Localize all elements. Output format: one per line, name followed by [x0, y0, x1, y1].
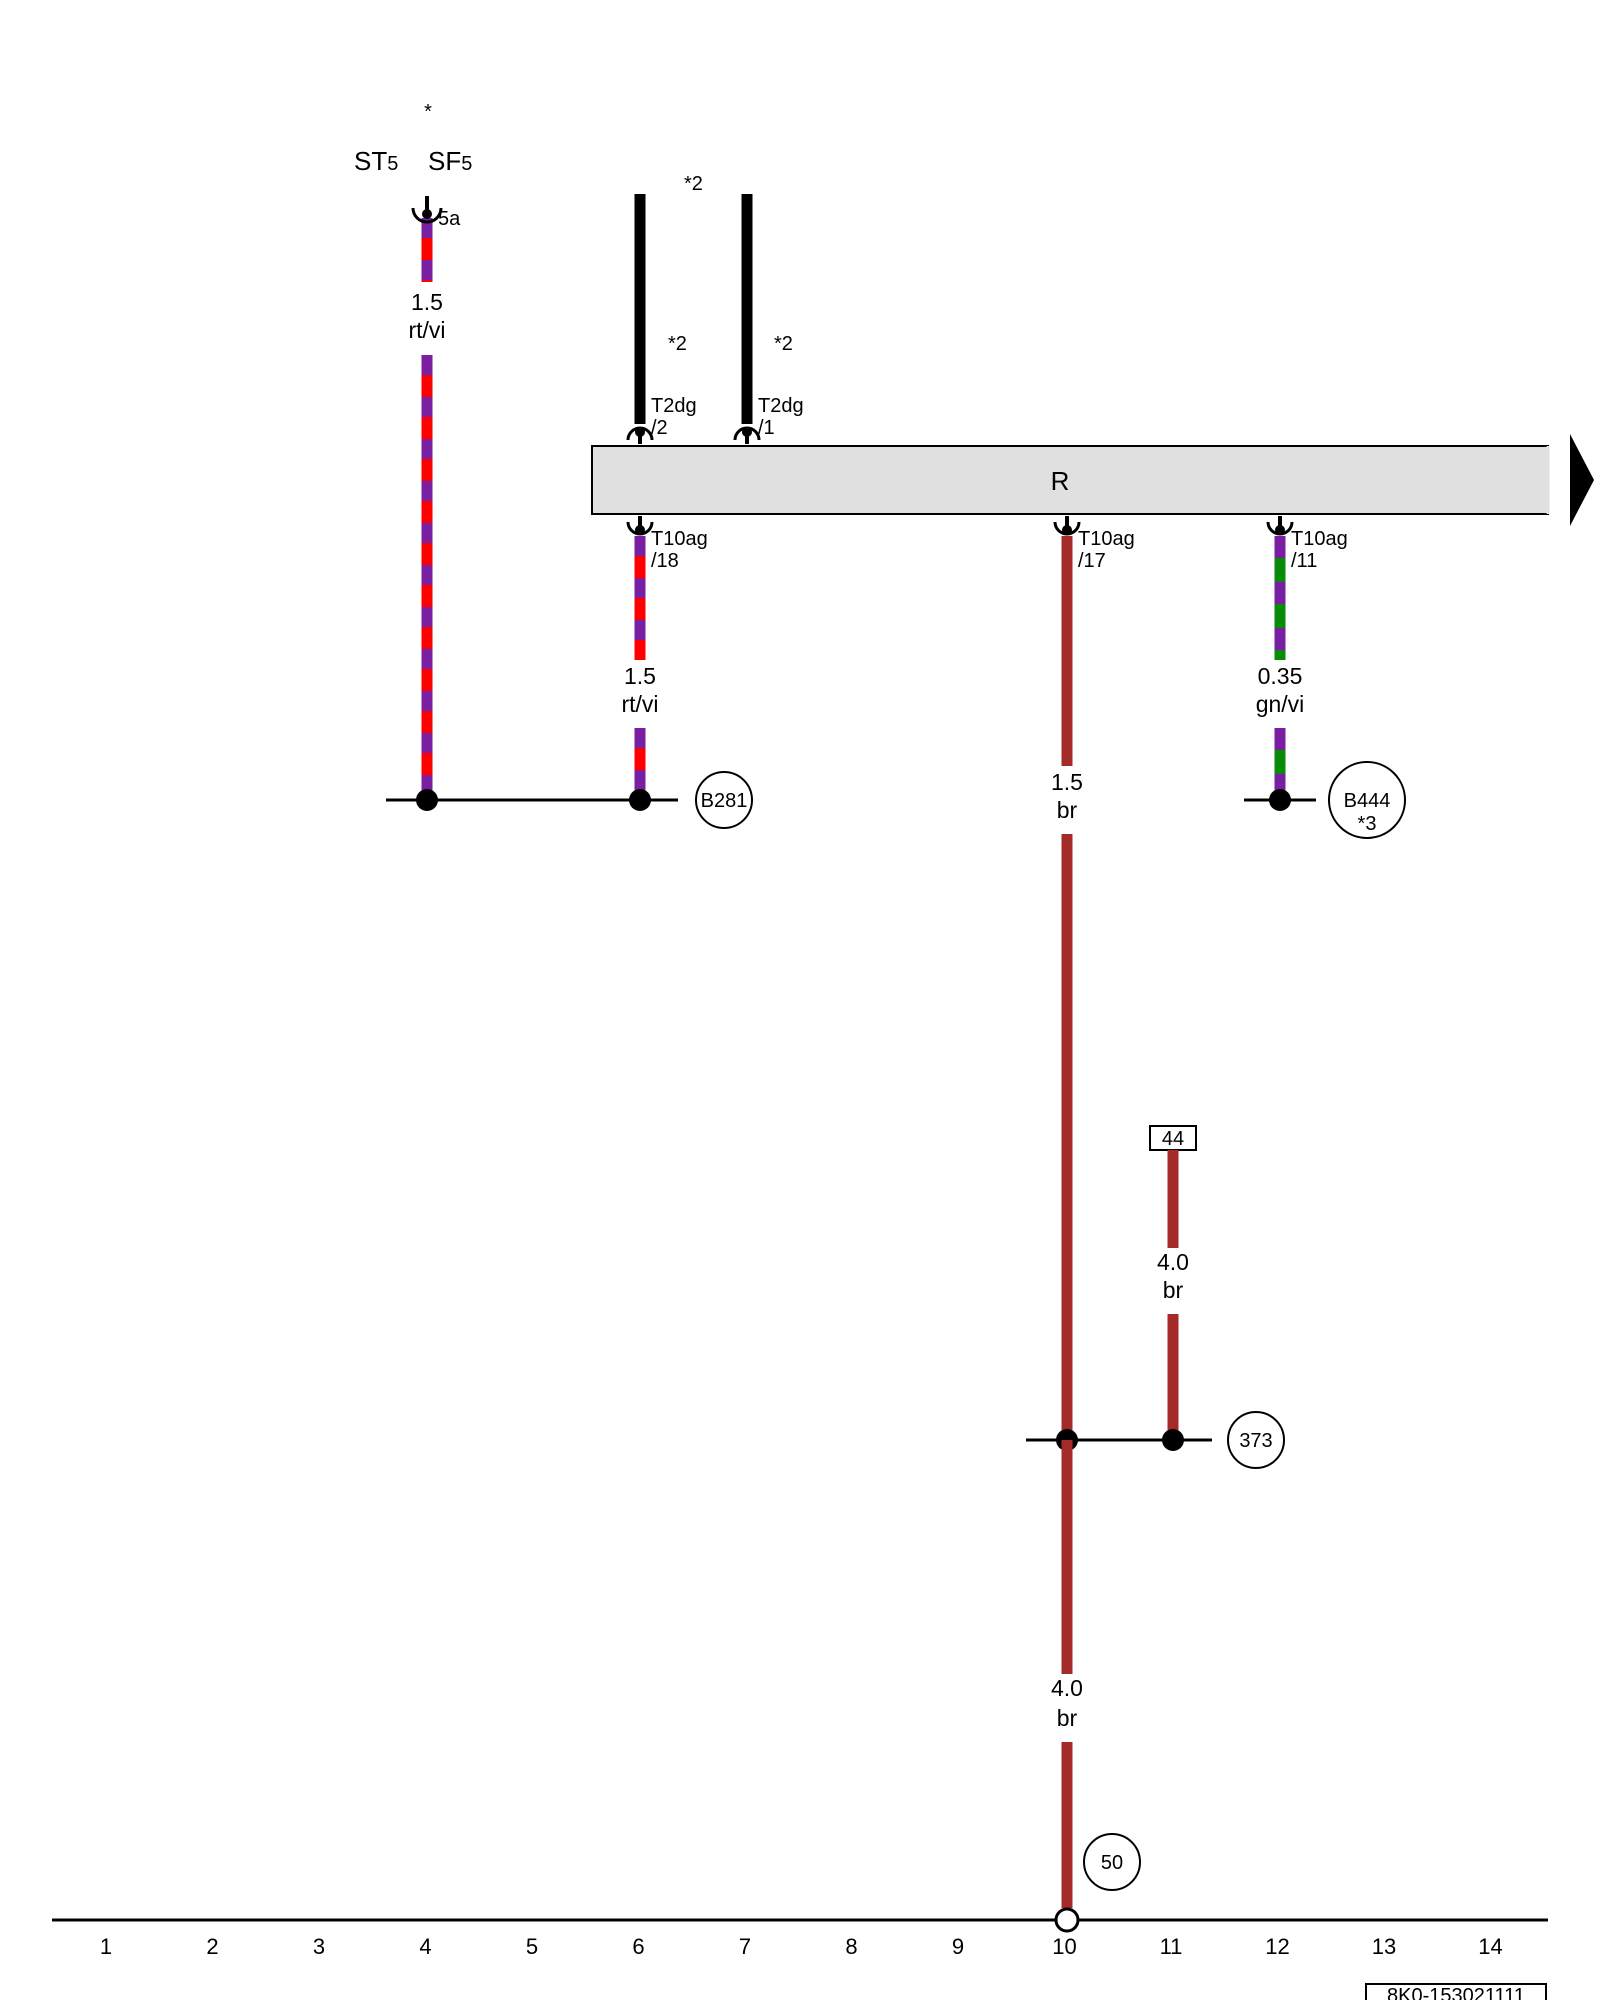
footer-code: 8K0-153021111 [1387, 1985, 1525, 2000]
component-r: R [591, 445, 1550, 515]
connector-t10ag-18 [626, 516, 654, 536]
wire-3-size: 1.5 [1051, 769, 1083, 795]
note-2-left: *2 [668, 333, 687, 355]
ref-b444: B444 [1344, 790, 1391, 812]
connector-t2dg-2 [626, 426, 654, 444]
pin-5a-label: 5a [438, 208, 461, 230]
wire-2-color: rt/vi [621, 691, 658, 717]
t10ag-17-name: T10ag [1078, 528, 1135, 550]
footer-code-box: 8K0-153021111 [1365, 1983, 1547, 2000]
t10ag-18-name: T10ag [651, 528, 708, 550]
st5-label: ST5 [354, 146, 398, 176]
component-r-label: R [1051, 466, 1070, 496]
ref-44-box: 44 [1149, 1125, 1197, 1151]
connector-5a [411, 196, 443, 224]
t10ag-11-name: T10ag [1291, 528, 1348, 550]
wire-4-color: gn/vi [1256, 691, 1305, 717]
continuation-arrow-icon [1570, 434, 1594, 526]
connector-t10ag-11 [1266, 516, 1294, 536]
ref-50: 50 [1101, 1852, 1123, 1874]
axis-label: 9 [952, 1934, 964, 1959]
wire-4-size: 0.35 [1258, 663, 1303, 689]
t2dg-2-name: T2dg [651, 395, 697, 417]
t10ag-17-pin: /17 [1078, 550, 1106, 572]
ref-373: 373 [1239, 1430, 1272, 1452]
axis-label: 10 [1052, 1934, 1076, 1959]
t10ag-18-pin: /18 [651, 550, 679, 572]
ground-line [52, 1907, 1548, 1933]
wire-1-size: 1.5 [411, 289, 443, 315]
axis-label: 12 [1265, 1934, 1289, 1959]
axis-label: 7 [739, 1934, 751, 1959]
wire-6-size: 4.0 [1051, 1675, 1083, 1701]
sf5-label: SF5 [428, 146, 472, 176]
t2dg-2-pin: /2 [651, 417, 668, 439]
note-2-right: *2 [774, 333, 793, 355]
wire-3-color: br [1057, 797, 1078, 823]
ref-b281: B281 [701, 790, 748, 812]
wire-5-color: br [1163, 1277, 1184, 1303]
t2dg-1-pin: /1 [758, 417, 775, 439]
axis-label: 5 [526, 1934, 538, 1959]
axis-label: 4 [419, 1934, 431, 1959]
wire-2-size: 1.5 [624, 663, 656, 689]
star-note: * [424, 101, 432, 123]
axis-label: 2 [206, 1934, 218, 1959]
ref-50-circle: 50 [1083, 1833, 1141, 1891]
t10ag-11-pin: /11 [1291, 550, 1317, 572]
wire-1-color: rt/vi [408, 317, 445, 343]
axis-label: 3 [313, 1934, 325, 1959]
wire-6-color: br [1057, 1705, 1078, 1731]
ref-b444-note: *3 [1358, 813, 1377, 835]
axis-label: 8 [845, 1934, 857, 1959]
connector-t10ag-17 [1053, 516, 1081, 536]
junction-b444: B444 *3 [1244, 761, 1406, 839]
note-2-top: *2 [684, 173, 703, 195]
t2dg-1-name: T2dg [758, 395, 804, 417]
ref-44: 44 [1162, 1128, 1184, 1150]
axis-label: 1 [100, 1934, 112, 1959]
axis-label: 6 [632, 1934, 644, 1959]
axis-label: 13 [1372, 1934, 1396, 1959]
junction-b281: B281 [386, 771, 753, 829]
axis-label: 14 [1478, 1934, 1502, 1959]
wire-5-size: 4.0 [1157, 1249, 1189, 1275]
connector-t2dg-1 [733, 426, 761, 444]
axis-label: 11 [1160, 1934, 1183, 1959]
